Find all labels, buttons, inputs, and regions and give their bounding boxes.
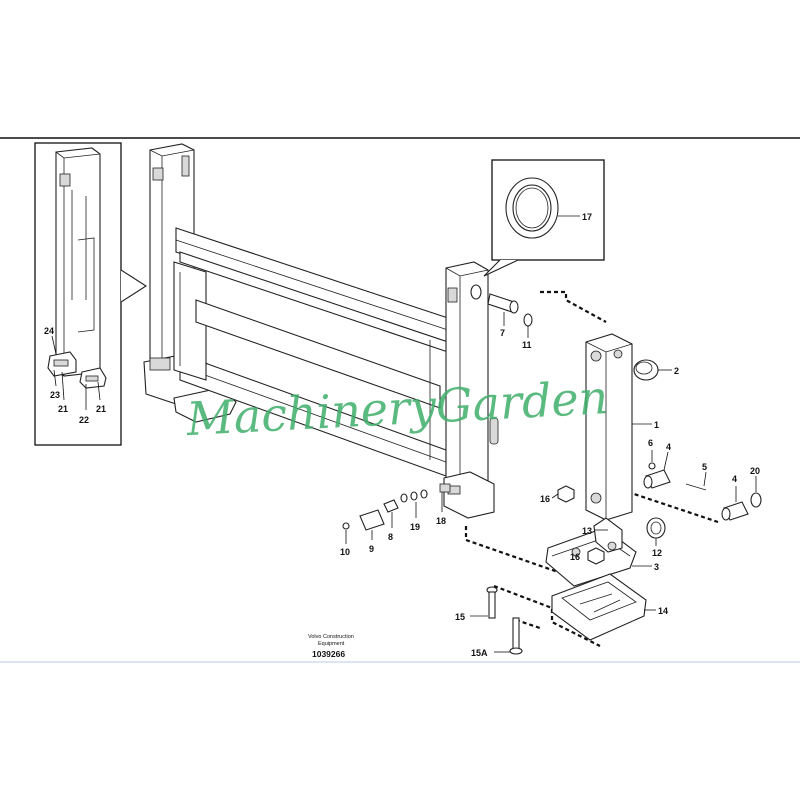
washer-19c [420, 489, 428, 499]
washer-ring-12-inner [650, 521, 662, 535]
washer-19a [400, 493, 408, 503]
document-number: 1039266 [312, 649, 345, 659]
bracket-18 [439, 483, 451, 493]
stabilizer-leg [585, 333, 633, 521]
plate-9 [359, 509, 385, 531]
nut-16a [557, 485, 575, 503]
part-label-21a: 21 [58, 404, 68, 414]
part-label-21b: 21 [96, 404, 106, 414]
assembly-line-right-pin [627, 490, 719, 524]
leader-16a [551, 493, 559, 499]
part-label-1: 1 [654, 420, 659, 430]
ring-11 [523, 313, 533, 327]
part-label-10: 10 [340, 547, 350, 557]
part-label-14: 14 [658, 606, 668, 616]
part-label-20: 20 [750, 466, 760, 476]
detail-inset [34, 142, 148, 446]
main-frame-assembly [143, 143, 499, 519]
washer-20 [750, 492, 762, 508]
leader-24 [51, 335, 57, 355]
bolt-15a [509, 617, 523, 655]
pin-7-head [509, 300, 519, 314]
part-label-2: 2 [674, 366, 679, 376]
part-label-11: 11 [522, 340, 532, 350]
bolt-15 [486, 586, 498, 619]
assembly-line-bottom [464, 526, 559, 574]
part-label-15a: 15A [471, 648, 488, 658]
part-label-17: 17 [582, 212, 592, 222]
leader-5 [703, 471, 707, 487]
nut-16b [587, 547, 605, 565]
part-label-8: 8 [388, 532, 393, 542]
foot-pad [551, 573, 647, 641]
part-label-6: 6 [648, 438, 653, 448]
part-label-16a: 16 [540, 494, 550, 504]
part-label-3: 3 [654, 562, 659, 572]
part-label-13: 13 [582, 526, 592, 536]
part-label-16b: 16 [570, 552, 580, 562]
part-label-22: 22 [79, 415, 89, 425]
cap-plug [633, 359, 659, 381]
bolt-5 [685, 483, 707, 491]
leader-21b [97, 381, 101, 401]
washer-19b [410, 491, 418, 501]
part-label-4a: 4 [666, 442, 671, 452]
block-8 [383, 499, 399, 513]
washer-ring-12 [646, 517, 666, 539]
assembly-line-top [540, 290, 607, 323]
part-label-24: 24 [44, 326, 54, 336]
seal-ring-callout [483, 159, 605, 277]
part-label-5: 5 [702, 462, 707, 472]
part-label-19: 19 [410, 522, 420, 532]
pin-4-upper [643, 469, 671, 489]
grease-nipple-6 [648, 462, 656, 470]
leader-23 [53, 369, 57, 387]
part-label-15: 15 [455, 612, 465, 622]
part-label-9: 9 [369, 544, 374, 554]
part-label-12: 12 [652, 548, 662, 558]
screw-10 [342, 522, 350, 530]
publisher-line-2: Equipment [318, 641, 345, 647]
part-label-7: 7 [500, 328, 505, 338]
part-label-18: 18 [436, 516, 446, 526]
part-label-23: 23 [50, 390, 60, 400]
leader-21a [61, 371, 65, 401]
leader-4a [663, 451, 669, 471]
pin-4-lower [721, 501, 749, 521]
publisher-line-1: Volvo Construction [308, 634, 354, 640]
part-label-4b: 4 [732, 474, 737, 484]
assembly-line-bolt-15a [515, 618, 541, 630]
assembly-line-bolts [493, 584, 601, 647]
